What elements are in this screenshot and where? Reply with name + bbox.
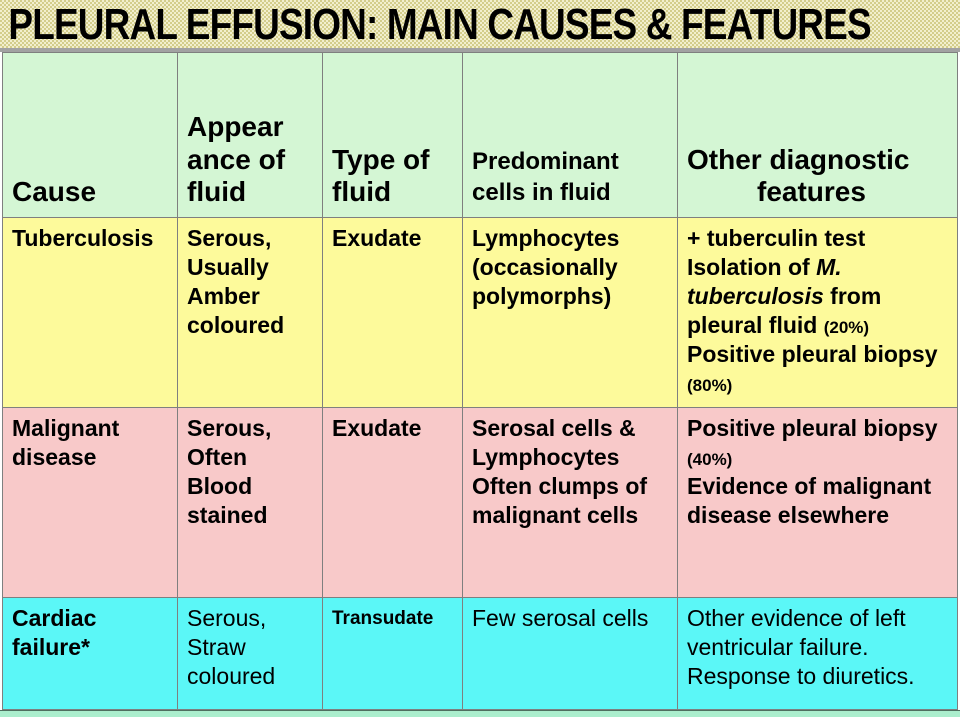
table-row-tuberculosis: Tuberculosis Serous, Usually Amber colou… bbox=[2, 217, 958, 408]
cell-appearance: Serous, Usually Amber coloured bbox=[177, 217, 323, 408]
bottom-strip bbox=[0, 710, 960, 717]
table-row-malignant-disease: Malignant disease Serous, Often Blood st… bbox=[2, 407, 958, 598]
cell-fluid-type: Transudate bbox=[322, 597, 463, 710]
header-other-features: Other diagnostic features bbox=[677, 52, 958, 218]
cell-appearance: Serous, Often Blood stained bbox=[177, 407, 323, 598]
header-row: Cause Appear ance of fluid Type of fluid… bbox=[2, 52, 958, 218]
other-text: Evidence of malignant disease elsewhere bbox=[687, 472, 932, 528]
header-appearance: Appear ance of fluid bbox=[177, 52, 323, 218]
cell-cause: Cardiac failure* bbox=[2, 597, 178, 710]
other-text-percentage: (40%) bbox=[687, 449, 733, 469]
cell-fluid-type: Exudate bbox=[322, 407, 463, 598]
cell-predominant-cells: Lymphocytes (occasionally polymorphs) bbox=[462, 217, 678, 408]
slide-title-bar: PLEURAL EFFUSION: MAIN CAUSES & FEATURES bbox=[0, 0, 960, 52]
other-text: from pleural fluid bbox=[687, 282, 882, 338]
header-cause: Cause bbox=[2, 52, 178, 218]
causes-features-table: Cause Appear ance of fluid Type of fluid… bbox=[2, 52, 958, 710]
cell-other-features: Other evidence of left ventricular failu… bbox=[677, 597, 958, 710]
cell-appearance: Serous, Straw coloured bbox=[177, 597, 323, 710]
other-text: + tuberculin test Isolation of bbox=[687, 225, 866, 280]
cell-predominant-cells: Serosal cells & Lymphocytes Often clumps… bbox=[462, 407, 678, 598]
other-text-percentage: (80%) bbox=[687, 375, 733, 395]
slide-title: PLEURAL EFFUSION: MAIN CAUSES & FEATURES bbox=[8, 0, 871, 49]
header-predominant-cells: Predominant cells in fluid bbox=[462, 52, 678, 218]
cell-other-features: + tuberculin test Isolation of M. tuberc… bbox=[677, 217, 958, 408]
cell-cause: Tuberculosis bbox=[2, 217, 178, 408]
other-text-percentage: (20%) bbox=[823, 317, 870, 337]
cell-predominant-cells: Few serosal cells bbox=[462, 597, 678, 710]
cell-other-features: Positive pleural biopsy (40%) Evidence o… bbox=[677, 407, 958, 598]
table-row-cardiac-failure: Cardiac failure* Serous, Straw coloured … bbox=[2, 597, 958, 710]
other-text: Positive pleural biopsy bbox=[687, 340, 938, 367]
other-text: Positive pleural biopsy bbox=[687, 415, 938, 441]
header-type: Type of fluid bbox=[322, 52, 463, 218]
cell-fluid-type: Exudate bbox=[322, 217, 463, 408]
cell-cause: Malignant disease bbox=[2, 407, 178, 598]
other-text-italic: M. tuberculosis bbox=[687, 253, 842, 309]
